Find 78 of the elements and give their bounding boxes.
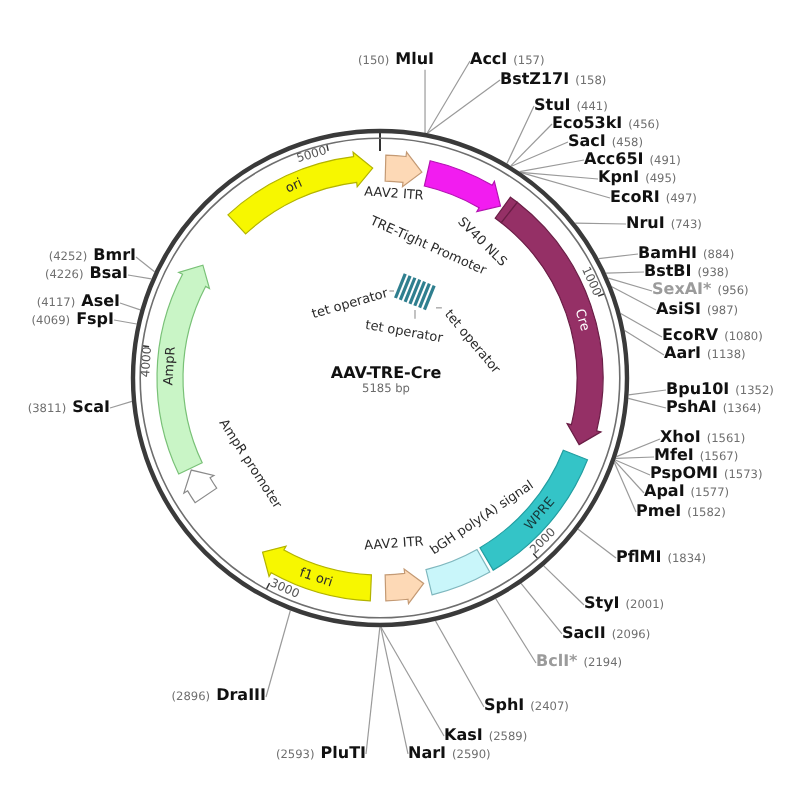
leader-line — [520, 171, 599, 180]
enzyme-name: PflMI — [616, 549, 662, 566]
leader-line — [119, 302, 141, 311]
enzyme-name: ScaI — [72, 399, 110, 416]
enzyme-name: MfeI — [654, 448, 694, 465]
enzyme-name: StuI — [534, 97, 571, 114]
leader-line — [426, 60, 471, 134]
leader-line — [577, 528, 617, 559]
leader-line — [613, 461, 637, 513]
leader-line — [426, 79, 501, 134]
enzyme-name: PmeI — [636, 503, 682, 520]
leader-line — [109, 400, 133, 409]
leader-line — [614, 459, 651, 476]
leader-line — [628, 389, 667, 396]
leader-line — [424, 69, 426, 134]
enzyme-name: SacI — [568, 133, 606, 150]
enzyme-name: Eco53kI — [552, 115, 623, 132]
enzyme-name: BstZ17I — [500, 71, 570, 88]
enzyme-name: ApaI — [644, 484, 685, 501]
leader-line — [624, 329, 665, 356]
leader-line — [520, 172, 611, 199]
leader-line — [435, 307, 443, 309]
enzyme-name: KasI — [444, 727, 483, 744]
enzyme-name: BamHI — [638, 245, 698, 262]
enzyme-name: NruI — [626, 215, 665, 232]
leader-line — [510, 141, 569, 167]
leader-line — [127, 274, 152, 280]
leader-line — [365, 626, 381, 755]
enzyme-name: Bpu10I — [666, 381, 730, 398]
leader-line — [520, 582, 563, 635]
enzyme-name: BclI* — [536, 654, 578, 671]
leader-line — [380, 626, 409, 755]
enzyme-name: FspI — [76, 311, 114, 328]
enzyme-name: AseI — [81, 294, 120, 311]
leader-line — [519, 159, 585, 173]
enzyme-name: PspOMI — [650, 466, 718, 483]
leader-line — [265, 609, 291, 698]
enzyme-name: StyI — [584, 596, 620, 613]
leader-line — [611, 286, 657, 311]
enzyme-name: MluI — [395, 52, 434, 69]
leader-line — [607, 277, 653, 292]
plasmid-name: AAV-TRE-Cre — [330, 365, 442, 381]
enzyme-name: NarI — [408, 745, 447, 762]
enzyme-name: EcoRI — [610, 189, 660, 206]
leader-line — [627, 397, 667, 409]
leader-line — [495, 598, 537, 664]
enzyme-name: PshAI — [666, 399, 717, 416]
enzyme-name: Acc65I — [584, 151, 644, 168]
leader-line — [574, 222, 627, 225]
enzyme-name: SphI — [484, 698, 525, 715]
enzyme-name: DraIII — [216, 688, 266, 705]
leader-line — [620, 312, 663, 338]
leader-line — [543, 565, 585, 606]
enzyme-name: AsiSI — [656, 301, 701, 318]
enzyme-name: SacII — [562, 625, 606, 642]
enzyme-name: EcoRV — [662, 328, 719, 345]
leader-line — [510, 123, 553, 167]
enzyme-name: BsaI — [89, 266, 128, 283]
leader-line — [598, 253, 639, 260]
enzyme-name: PluTI — [320, 745, 366, 762]
leader-line — [615, 456, 655, 459]
leader-line — [380, 626, 445, 737]
enzyme-name: AccI — [470, 52, 508, 69]
enzyme-name: BstBI — [644, 263, 692, 280]
leader-line — [113, 319, 138, 325]
leader-line — [135, 256, 156, 273]
leader-line — [615, 438, 661, 458]
leader-line — [506, 105, 535, 165]
leader-line — [414, 309, 416, 320]
enzyme-name: SexAI* — [652, 282, 712, 299]
enzyme-name: XhoI — [660, 430, 701, 447]
leader-line — [614, 460, 645, 494]
enzyme-name: BmrI — [93, 248, 136, 265]
enzyme-name: KpnI — [598, 170, 640, 187]
leader-line — [434, 620, 485, 708]
leader-line — [605, 271, 645, 274]
enzyme-name: AarI — [664, 346, 702, 363]
leader-line — [388, 290, 395, 292]
